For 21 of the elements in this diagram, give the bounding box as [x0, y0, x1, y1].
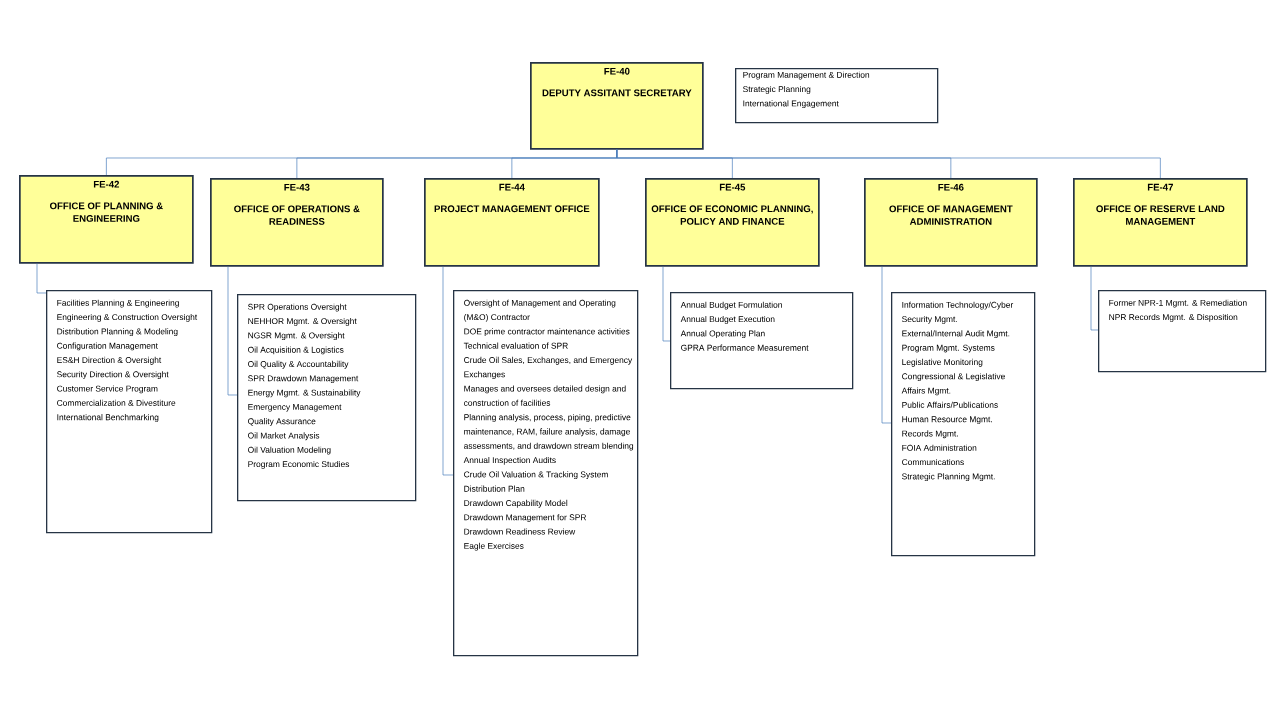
office-box: FE-42 OFFICE OF PLANNING & ENGINEERING: [19, 175, 194, 264]
function-list-box: Annual Budget Formulation Annual Budget Execution Annual Operating Plan GPRA Performance Measurement: [670, 292, 854, 390]
function-list-box: Oversight of Management and Operating (M&O) Contractor DOE prime contractor maintenance activities Technical evaluation of SPR Crude Oil Sales, Exchanges, and Emergency Exchanges Manages and oversees detailed design and construction of facilities Planning analysis, process, piping, predictive maintenance, RAM, failure analysis, damage assessments, and drawdown stream blending Annual Inspection Audits Crude Oil Valuation & Tracking System Distribution Plan Drawdown Capability Model Drawdown Management for SPR Drawdown Readiness Review Eagle Exercises: [453, 290, 639, 657]
connector-line: [1090, 266, 1099, 331]
office-box: FE-44 PROJECT MANAGEMENT OFFICE: [424, 178, 600, 267]
connector-line: [227, 266, 238, 396]
connector-line: [662, 266, 671, 342]
connector-line: [442, 266, 454, 476]
office-box: FE-47 OFFICE OF RESERVE LAND MANAGEMENT: [1073, 178, 1248, 267]
office-box: FE-46 OFFICE OF MANAGEMENT ADMINISTRATION: [864, 178, 1038, 267]
connector-line: [881, 266, 892, 424]
connector-line: [36, 263, 47, 294]
office-box: FE-43 OFFICE OF OPERATIONS & READINESS: [210, 178, 384, 267]
connector-line: [616, 149, 1161, 179]
function-list-box: Former NPR-1 Mgmt. & Remediation NPR Records Mgmt. & Disposition: [1098, 290, 1267, 373]
responsibility-box: Program Management & Direction Strategic Planning International Engagement: [735, 68, 939, 124]
function-list-box: Information Technology/Cyber Security Mgmt. External/Internal Audit Mgmt. Program Mgmt. Systems Legislative Monitoring Congressional & Legislative Affairs Mgmt. Public Affairs/Publications Human Resource Mgmt. Records Mgmt. FOIA Administration Communications Strategic Planning Mgmt.: [891, 292, 1036, 557]
function-list-box: Facilities Planning & Engineering Engineering & Construction Oversight Distribution Planning & Modeling Configuration Management ES&H Direction & Oversight Security Direction & Oversight Customer Service Program Commercialization & Divestiture International Benchmarking: [46, 290, 213, 534]
function-list-box: SPR Operations Oversight NEHHOR Mgmt. & Oversight NGSR Mgmt. & Oversight Oil Acquisition & Logistics Oil Quality & Accountability SPR Drawdown Management Energy Mgmt. & Sustainability Emergency Management Quality Assurance Oil Market Analysis Oil Valuation Modeling Program Economic Studies: [237, 294, 417, 502]
office-box: FE-45 OFFICE OF ECONOMIC PLANNING, POLICY AND FINANCE: [645, 178, 820, 267]
office-box: FE-40 DEPUTY ASSITANT SECRETARY: [530, 62, 704, 150]
